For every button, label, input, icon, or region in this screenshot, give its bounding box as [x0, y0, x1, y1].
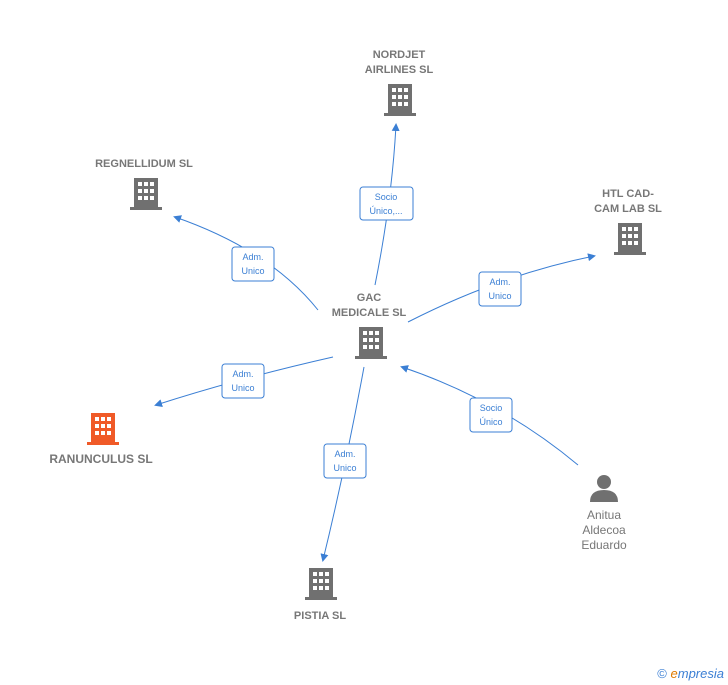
node-label: GAC [357, 292, 382, 304]
node-label: Aldecoa [582, 523, 626, 537]
edge-label-nordjet[interactable]: Socio Único,... [359, 186, 414, 221]
edge-label-line: Único [479, 417, 502, 427]
node-label: Anitua [587, 508, 621, 522]
building-icon [305, 568, 337, 600]
node-label: CAM LAB SL [594, 203, 662, 215]
edge-label-line: Socio [480, 403, 503, 413]
node-htl-cad-cam-lab[interactable]: HTL CAD- CAM LAB SL [594, 188, 662, 255]
node-regnellidum[interactable]: REGNELLIDUM SL [95, 158, 193, 210]
node-label: NORDJET [373, 49, 426, 61]
building-icon [614, 223, 646, 255]
edge-label-line: Adm. [489, 277, 510, 287]
building-icon [355, 327, 387, 359]
node-nordjet-airlines[interactable]: NORDJET AIRLINES SL [365, 49, 434, 116]
brand-initial: e [670, 666, 678, 681]
building-icon [130, 178, 162, 210]
person-icon [590, 475, 618, 502]
empresia-watermark: © empresia [657, 666, 724, 681]
building-icon [384, 84, 416, 116]
node-label: RANUNCULUS SL [49, 452, 152, 466]
edge-label-line: Unico [488, 291, 511, 301]
node-label: PISTIA SL [294, 610, 346, 622]
node-label: AIRLINES SL [365, 64, 434, 76]
copyright-symbol: © [657, 666, 667, 681]
node-anitua-aldecoa-eduardo[interactable]: Anitua Aldecoa Eduardo [581, 475, 627, 552]
node-label: HTL CAD- [602, 188, 654, 200]
edge-label-htl[interactable]: Adm. Unico [478, 271, 522, 307]
edge-label-line: Unico [333, 463, 356, 473]
edge-label-line: Unico [231, 383, 254, 393]
node-gac-medicale[interactable]: GAC MEDICALE SL [332, 292, 407, 359]
node-label: REGNELLIDUM SL [95, 158, 193, 170]
edge-label-line: Socio [375, 192, 398, 202]
edge-label-anitua[interactable]: Socio Único [469, 397, 513, 433]
edge-label-line: Único,... [369, 206, 402, 216]
edge-label-ranunculus[interactable]: Adm. Unico [221, 363, 265, 399]
edge-label-pistia[interactable]: Adm. Unico [323, 443, 367, 479]
node-ranunculus[interactable]: RANUNCULUS SL [49, 413, 153, 466]
node-label: MEDICALE SL [332, 307, 407, 319]
edge-label-line: Unico [241, 266, 264, 276]
node-pistia[interactable]: PISTIA SL [294, 568, 346, 622]
building-icon [87, 413, 119, 445]
edge-label-line: Adm. [242, 252, 263, 262]
edge-label-regnellidum[interactable]: Adm. Unico [231, 246, 275, 282]
edge-label-line: Adm. [232, 369, 253, 379]
node-label: Eduardo [581, 538, 627, 552]
edge-label-line: Adm. [334, 449, 355, 459]
brand-name: mpresia [677, 666, 724, 681]
